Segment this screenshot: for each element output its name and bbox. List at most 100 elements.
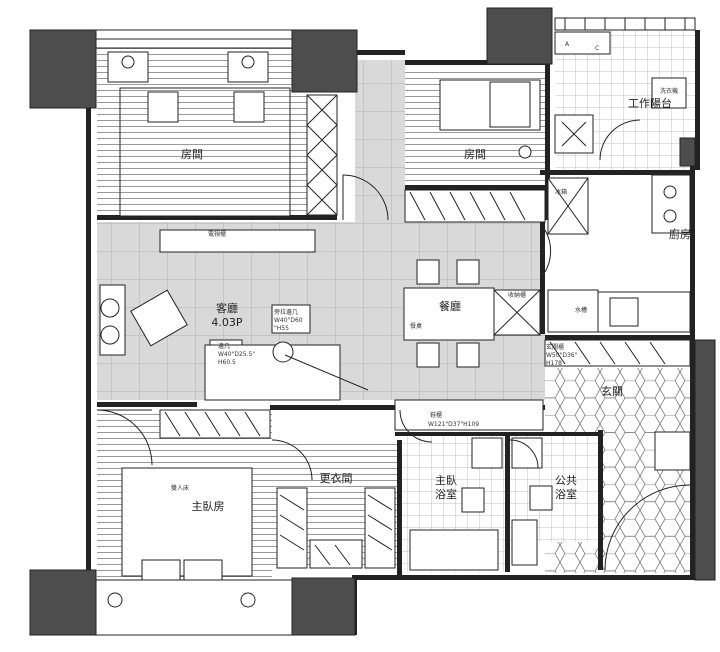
living-area-label: 4.03P: [211, 316, 242, 329]
plant-icon: [100, 298, 120, 318]
lamp-icon: [107, 592, 123, 608]
dining-chair: [456, 259, 480, 285]
room-label-public-bath-2: 浴室: [555, 487, 577, 501]
shoe-cabinet-label-2: W121"D37"H109: [428, 421, 479, 428]
shoe-cabinet-label-1: 鞋櫃: [430, 411, 442, 419]
column-bottom-right: [694, 339, 716, 581]
column-right-stub: [679, 137, 696, 167]
public-shower: [511, 519, 538, 566]
column-top-right: [486, 7, 553, 65]
pillow-left: [141, 559, 181, 581]
master-wardrobe: [159, 409, 271, 439]
side-table-label-2: W40"D25.5": [218, 351, 255, 358]
washer-label: 洗衣機: [660, 87, 678, 95]
closet-rack-right: [364, 487, 396, 569]
columns: [29, 7, 716, 636]
room-label-entrance: 玄關: [601, 384, 623, 398]
master-bedroom-furniture: [107, 409, 271, 608]
master-toilet: [461, 487, 485, 513]
corridor-floor: [355, 60, 405, 230]
room-label-master-bath-2: 浴室: [435, 487, 457, 501]
dining-furniture: [394, 259, 691, 431]
door-swings: [96, 174, 552, 469]
entrance-fixtures: [604, 431, 691, 571]
door-c-label: C: [595, 45, 599, 52]
wardrobe-mid: [404, 189, 546, 223]
master-bathtub: [409, 529, 499, 571]
room-label-work-balcony: 工作陽台: [628, 96, 672, 110]
coffee-table: [271, 304, 311, 334]
entry-cabinet-label-3: H178: [546, 360, 562, 367]
dining-table: [403, 287, 495, 341]
bath-fixtures: [409, 437, 553, 571]
door-a-label: A: [565, 41, 570, 48]
burner-icon: [663, 209, 677, 223]
stove-counter: [651, 174, 691, 234]
fridge-label: 冰箱: [555, 188, 567, 196]
public-toilet: [529, 485, 553, 511]
master-vanity: [471, 437, 503, 469]
room-label-living: 客廳: [216, 301, 238, 315]
double-bed-label: 雙人床: [171, 484, 189, 492]
kitchen-fixtures: [547, 174, 691, 333]
entry-cabinet-label-2: W50"D36": [546, 352, 578, 359]
lamp-icon: [240, 592, 256, 608]
room-label-kitchen: 廚房: [669, 227, 691, 241]
tv-cabinet-label: 電視櫃: [208, 230, 226, 238]
pillow-right: [233, 91, 265, 123]
shoe-cabinet: [394, 399, 544, 431]
pillow-left: [147, 91, 179, 123]
entry-bench: [654, 431, 691, 471]
door-ac-frame: [554, 31, 611, 55]
storage-shelf: [99, 284, 126, 356]
side-table-label-1: 邊几: [218, 342, 230, 350]
entry-cabinet-label-1: 玄關櫃: [546, 343, 564, 351]
tv-cabinet: [159, 229, 316, 253]
pillow-right: [183, 559, 223, 581]
coffee-table-label-2: W40"D60: [274, 317, 303, 324]
closet-rack-left: [276, 487, 308, 569]
burner-icon: [663, 185, 677, 199]
lamp-icon: [241, 55, 255, 69]
double-bed: [121, 467, 253, 577]
wardrobe-top: [306, 94, 338, 216]
dining-chair: [416, 259, 440, 285]
sofa: [204, 344, 341, 401]
bedroom-mid-furniture: [404, 79, 546, 223]
room-label-master-bath-1: 主臥: [435, 474, 457, 487]
storage-cabinet-label: 收納櫃: [508, 291, 526, 299]
column-top-mid: [291, 29, 358, 93]
balcony-fixtures: [554, 31, 687, 161]
room-label-bedroom-top: 房間: [181, 148, 203, 161]
dining-chair-label: 餐桌: [410, 322, 422, 330]
bedroom-top-furniture: [107, 51, 338, 217]
armchair: [130, 289, 188, 347]
room-label-dining: 餐廳: [439, 299, 461, 313]
sink-basin: [609, 297, 639, 327]
dining-chair: [456, 342, 480, 368]
lamp-icon: [121, 55, 135, 69]
sink-label: 水槽: [575, 306, 587, 314]
plant-icon: [100, 325, 120, 345]
room-label-master-bedroom: 主臥房: [192, 500, 225, 513]
windows: [95, 17, 696, 636]
floor-lamp-icon: [272, 341, 294, 363]
entry-cabinet: [544, 339, 691, 367]
room-label-bedroom-mid: 房間: [464, 148, 486, 161]
column-top-left: [29, 29, 97, 109]
pillow-mid: [489, 81, 531, 128]
coffee-table-label-1: 旁拉邊几: [274, 308, 298, 316]
entry-door-swing: [604, 484, 691, 571]
coffee-table-label-3: "H55: [274, 325, 289, 332]
sink-side-cabinet: [547, 289, 599, 333]
room-label-public-bath-1: 公共: [555, 474, 577, 487]
lamp-icon: [518, 145, 532, 159]
closet-fixtures: [271, 439, 396, 569]
column-bottom-mid: [291, 577, 356, 636]
public-vanity: [511, 437, 543, 469]
dining-chair: [416, 342, 440, 368]
closet-rack-bottom: [309, 539, 363, 569]
column-bottom-left: [29, 569, 97, 636]
side-table-label-3: H60.5: [218, 359, 236, 366]
